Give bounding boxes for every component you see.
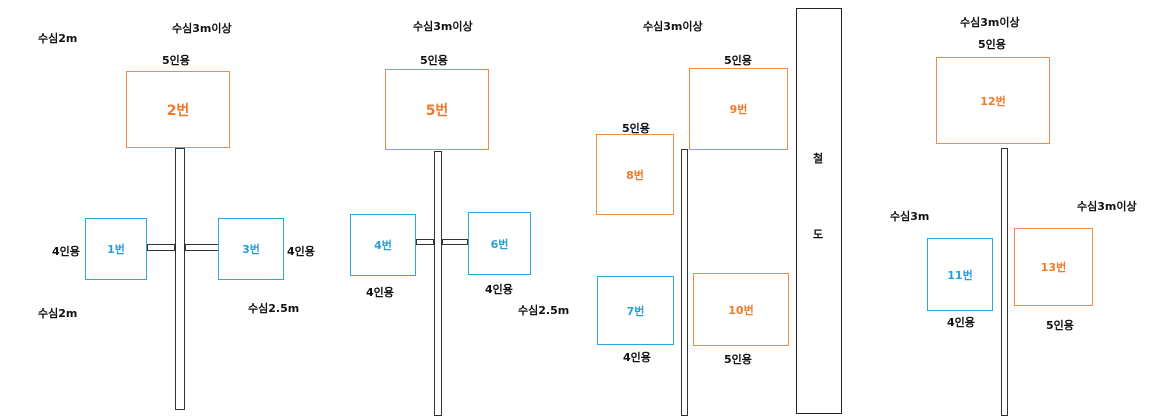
depth-label: 수심3m이상 [643, 20, 703, 33]
railway-label: 철 [813, 152, 824, 165]
railway-box [796, 8, 842, 414]
unit-8-box[interactable]: 8번 [596, 134, 674, 215]
walkway-bridge [442, 239, 468, 245]
capacity-label: 4인용 [287, 245, 315, 258]
unit-2-label: 2번 [166, 102, 190, 119]
walkway-bridge [147, 244, 175, 251]
unit-9-label: 9번 [729, 103, 748, 116]
walkway-pole [681, 149, 688, 416]
capacity-label: 5인용 [724, 353, 752, 366]
capacity-label: 5인용 [978, 38, 1006, 51]
capacity-label: 5인용 [1046, 319, 1074, 332]
unit-13-box[interactable]: 13번 [1014, 228, 1093, 306]
unit-5-box[interactable]: 5번 [385, 69, 489, 150]
unit-6-box[interactable]: 6번 [468, 212, 531, 275]
unit-7-box[interactable]: 7번 [597, 276, 674, 345]
walkway-pole [175, 148, 185, 410]
capacity-label: 4인용 [52, 245, 80, 258]
depth-label: 수심2m [38, 32, 78, 45]
unit-13-label: 13번 [1040, 261, 1067, 274]
unit-11-box[interactable]: 11번 [927, 238, 993, 311]
depth-label: 수심3m이상 [1077, 200, 1137, 213]
capacity-label: 5인용 [724, 54, 752, 67]
unit-3-label: 3번 [242, 243, 260, 256]
unit-5-label: 5번 [425, 102, 449, 119]
depth-label: 수심3m [890, 210, 930, 223]
walkway-pole [1001, 148, 1008, 416]
depth-label: 수심3m이상 [960, 16, 1020, 29]
unit-1-box[interactable]: 1번 [85, 218, 147, 280]
unit-12-label: 12번 [980, 94, 1006, 108]
unit-2-box[interactable]: 2번 [126, 71, 230, 148]
depth-label: 수심3m이상 [413, 20, 473, 33]
walkway-pole [434, 151, 442, 416]
walkway-bridge [416, 239, 434, 245]
depth-label: 수심2.5m [518, 304, 570, 317]
capacity-label: 4인용 [947, 316, 975, 329]
unit-10-label: 10번 [728, 303, 754, 317]
unit-8-label: 8번 [626, 168, 644, 182]
unit-12-box[interactable]: 12번 [936, 57, 1050, 144]
capacity-label: 5인용 [622, 122, 650, 135]
capacity-label: 4인용 [623, 351, 651, 364]
depth-label: 수심3m이상 [172, 22, 232, 35]
capacity-label: 5인용 [420, 54, 448, 67]
unit-11-label: 11번 [947, 268, 973, 282]
walkway-bridge [185, 244, 219, 251]
unit-6-label: 6번 [490, 237, 509, 251]
capacity-label: 4인용 [366, 286, 394, 299]
capacity-label: 5인용 [162, 54, 190, 67]
capacity-label: 4인용 [485, 283, 513, 296]
unit-10-box[interactable]: 10번 [693, 273, 789, 346]
unit-3-box[interactable]: 3번 [218, 218, 284, 280]
railway-label: 도 [813, 228, 824, 241]
unit-4-box[interactable]: 4번 [350, 214, 416, 276]
depth-label: 수심2m [38, 307, 78, 320]
unit-9-box[interactable]: 9번 [689, 68, 788, 150]
unit-1-label: 1번 [107, 243, 125, 256]
depth-label: 수심2.5m [248, 302, 300, 315]
unit-4-label: 4번 [374, 239, 392, 252]
unit-7-label: 7번 [626, 304, 645, 318]
